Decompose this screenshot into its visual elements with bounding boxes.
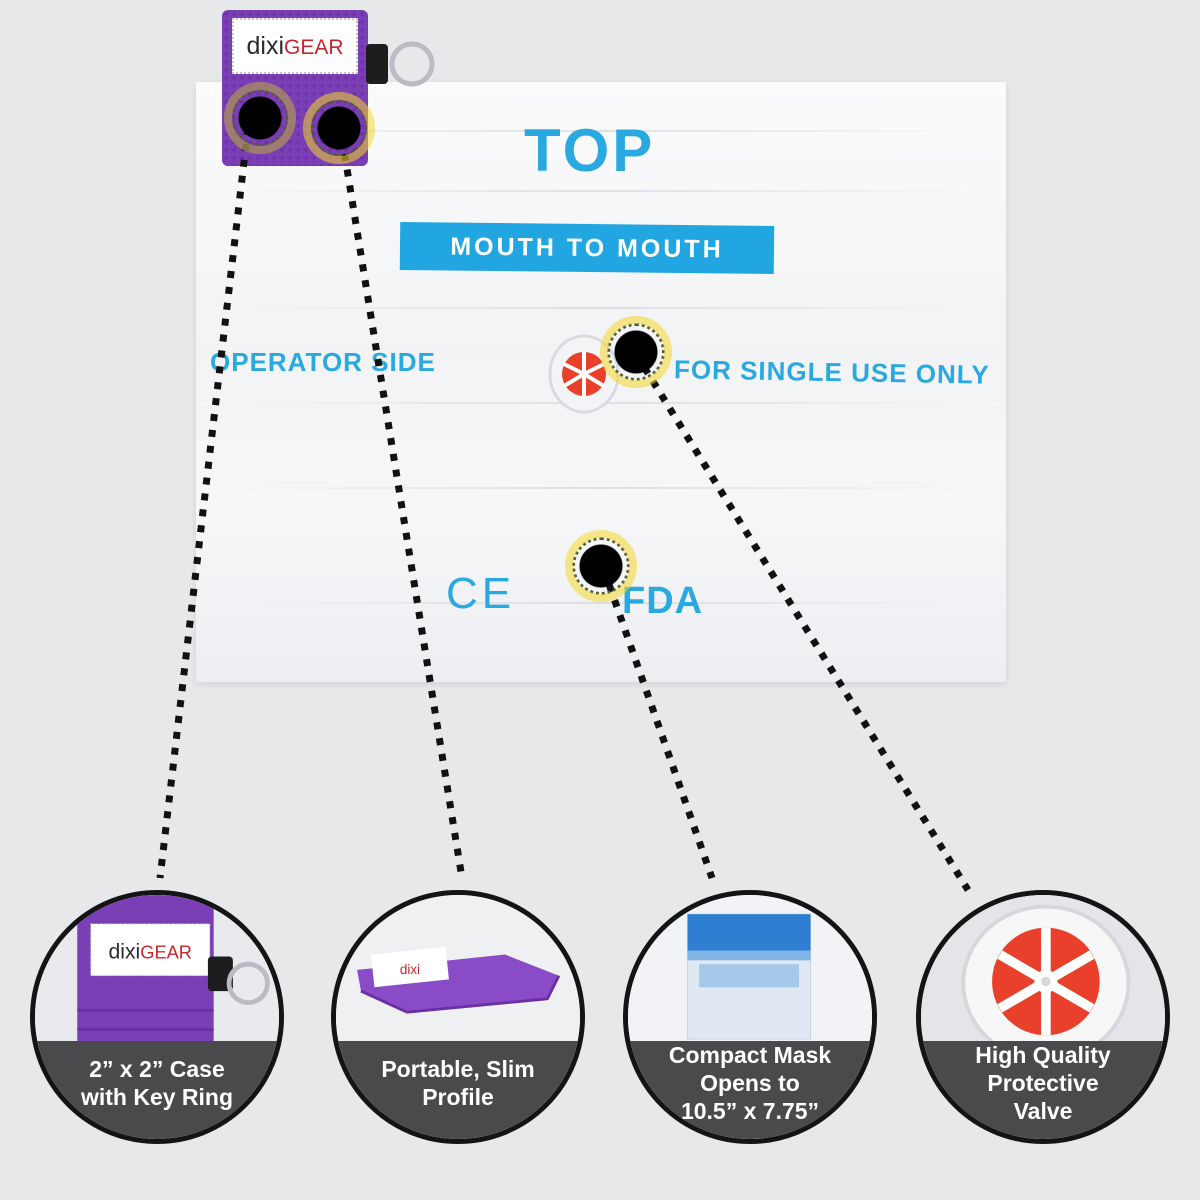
hotspot-profile-marker[interactable] [303,92,375,164]
hotspot-case-marker[interactable] [224,82,296,154]
callout-caption-profile: Portable, Slim Profile [336,1041,580,1139]
svg-text:dixiGEAR: dixiGEAR [109,940,192,963]
sheet-fold-line [196,190,1006,192]
caption-line: High Quality [975,1042,1111,1068]
brand-logo-part2: GEAR [284,35,344,59]
callout-caption-case: 2” x 2” Case with Key Ring [35,1041,279,1139]
callout-caption-mask: Compact Mask Opens to 10.5” x 7.75” [628,1041,872,1139]
sheet-fold-line [196,130,1006,132]
caption-line: with Key Ring [80,1084,234,1110]
hotspot-valve-marker[interactable] [600,316,672,388]
sheet-fold-line [196,307,1006,309]
callout-badge-profile: dixi Portable, Slim Profile [331,890,585,1144]
brand-logo-part1: dixi [246,31,284,60]
brand-logo: dixiGEAR [232,18,358,74]
caption-line: Profile [422,1084,494,1110]
caption-line: Compact Mask [668,1042,832,1068]
callout-badge-mask: Compact Mask Opens to 10.5” x 7.75” [623,890,877,1144]
sheet-banner: MOUTH TO MOUTH [399,222,775,274]
fda-mark: FDA [622,580,704,622]
hotspot-mask-marker[interactable] [565,530,637,602]
sheet-fold-line [196,602,1006,604]
ce-mark: CE [446,569,516,618]
caption-line: Portable, Slim [381,1056,535,1082]
caption-line: Protective [987,1070,1099,1096]
sheet-fold-line [196,487,1006,489]
caption-line: Opens to [700,1070,800,1096]
callout-caption-valve: High Quality Protective Valve [921,1041,1165,1139]
callout-badge-valve: High Quality Protective Valve [916,890,1170,1144]
single-use-label: FOR SINGLE USE ONLY [673,354,990,390]
caption-line: 2” x 2” Case [89,1056,225,1082]
operator-side-label: OPERATOR SIDE [210,347,436,377]
caption-line: Valve [1013,1098,1073,1124]
callout-badge-case: dixiGEAR 2” x 2” Case with Key Ring [30,890,284,1144]
svg-text:dixi: dixi [400,962,420,977]
caption-line: 10.5” x 7.75” [680,1098,820,1124]
sheet-title: TOP [524,117,656,184]
